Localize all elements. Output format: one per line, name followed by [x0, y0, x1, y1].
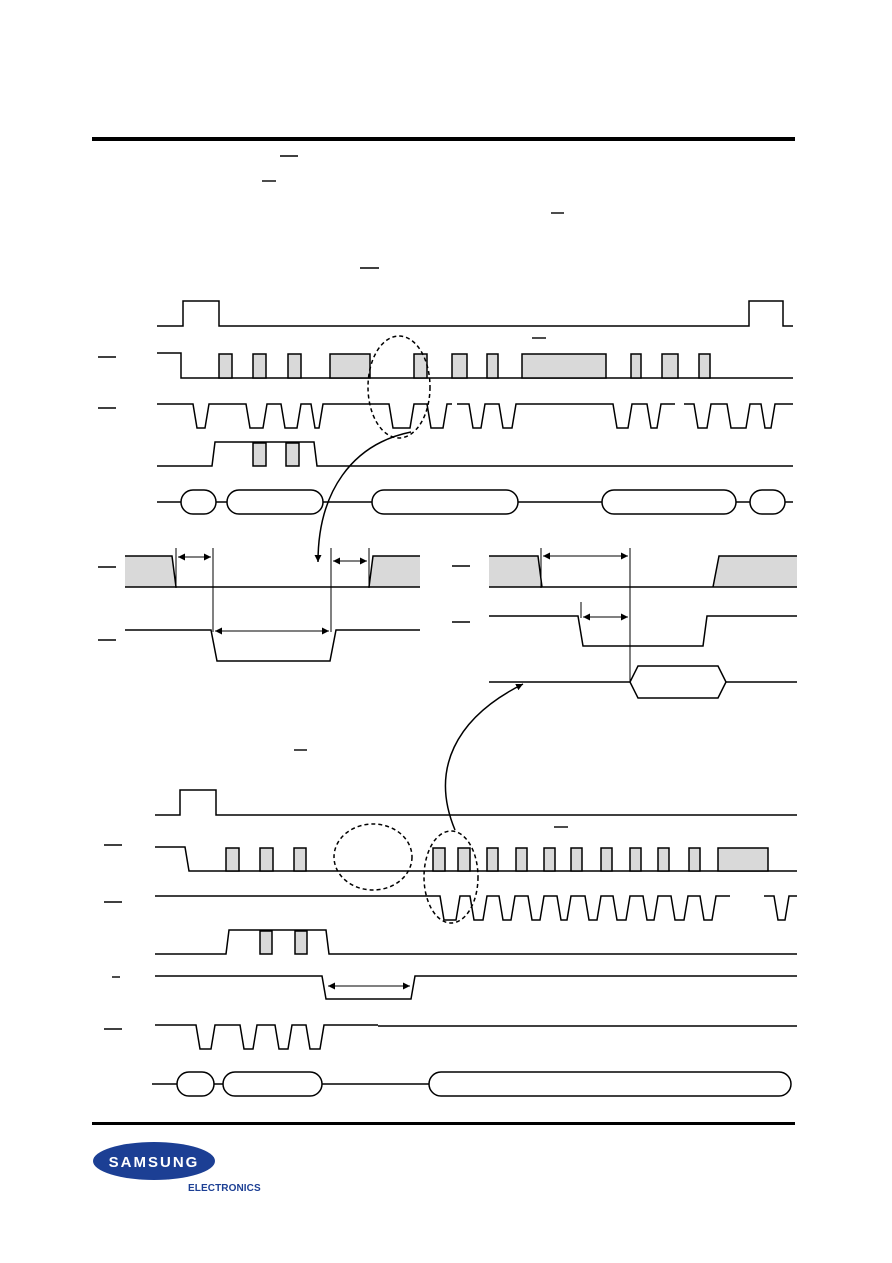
highlight-ellipse-top [367, 335, 431, 439]
samsung-logo-text: SAMSUNG [109, 1154, 200, 1171]
zoom-arrow-left [314, 431, 412, 563]
text-overbars [262, 155, 568, 828]
highlight-ellipse-b2 [423, 830, 479, 924]
trace-b-row3 [155, 895, 730, 921]
electronics-label: ELECTRONICS [188, 1183, 261, 1194]
zoom-arrow-right [444, 683, 524, 831]
detail-right [444, 548, 797, 831]
trace-bus-bottom [152, 1071, 792, 1097]
trace-row1 [157, 300, 793, 327]
trace-b-row4 [155, 929, 797, 955]
header-rule [92, 137, 795, 141]
trace-bus-top [157, 489, 793, 515]
top-timing-diagram [157, 300, 793, 563]
trace-row3 [157, 403, 452, 429]
detail-left [125, 548, 420, 662]
footer-rule [92, 1122, 795, 1125]
trace-b-row5 [155, 975, 797, 1000]
highlight-ellipse-b1 [333, 823, 413, 891]
bottom-timing-diagram [152, 789, 797, 1097]
trace-b-row1 [155, 789, 797, 816]
signal-label-overbars [98, 356, 470, 1030]
row2-data-pulses [218, 353, 711, 379]
trace-b-row6 [155, 1024, 378, 1050]
samsung-logo-oval [93, 1142, 215, 1180]
trace-row4 [157, 441, 793, 467]
